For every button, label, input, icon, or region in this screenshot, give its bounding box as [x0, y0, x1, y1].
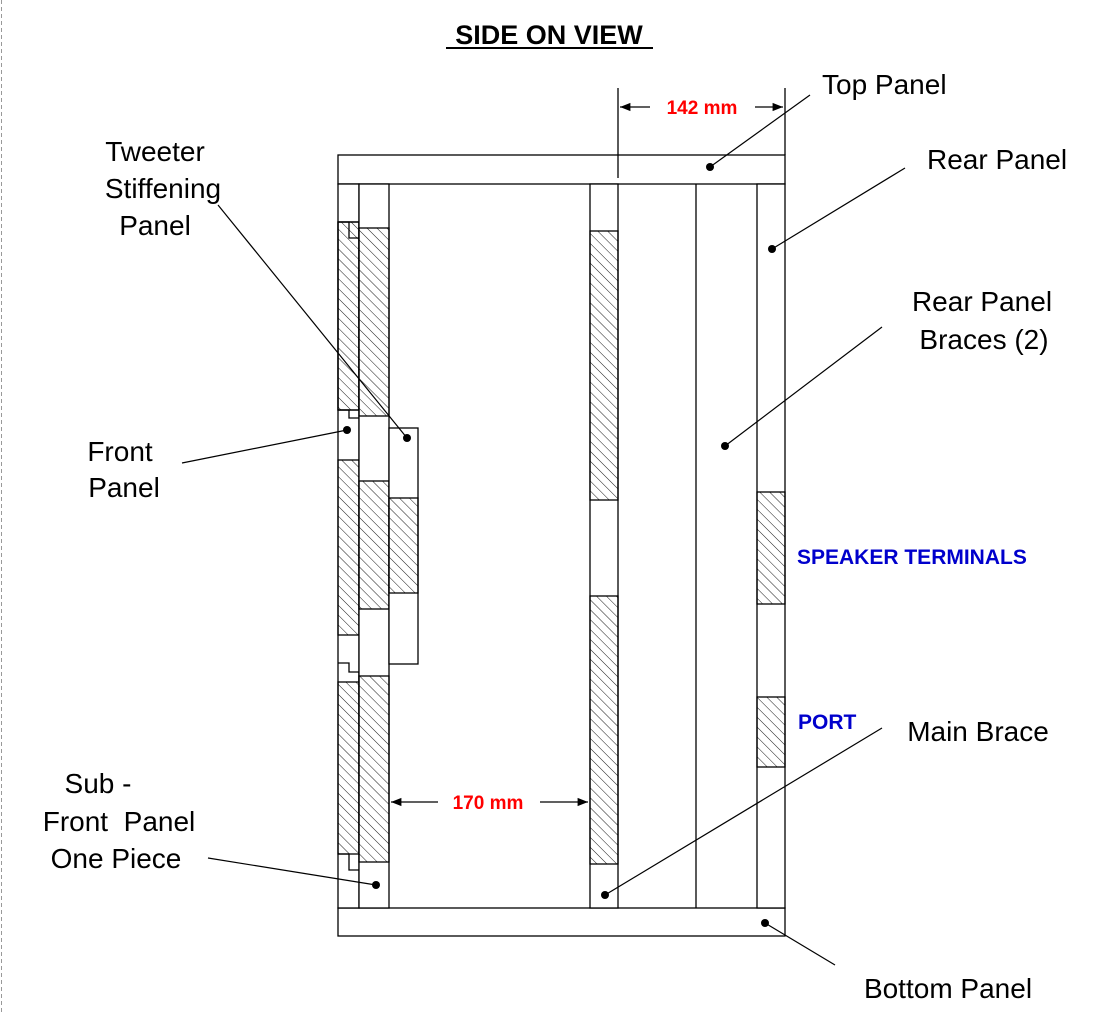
main-brace [589, 183, 619, 909]
label-subfront-3: One Piece [51, 843, 182, 874]
label-rear-braces-1: Rear Panel [912, 286, 1052, 317]
label-tweeter-2: Stiffening [105, 173, 221, 204]
label-rear-braces-2: Braces (2) [919, 324, 1048, 355]
label-bottom-panel: Bottom Panel [864, 973, 1032, 1004]
label-front-2: Panel [88, 472, 160, 503]
front-panel [337, 183, 360, 909]
annotation-speaker-terminals: SPEAKER TERMINALS [797, 546, 1027, 569]
label-main-brace: Main Brace [907, 716, 1049, 747]
bottom-panel [337, 907, 786, 937]
label-tweeter-3: Panel [119, 210, 191, 241]
annotation-port: PORT [798, 711, 857, 734]
label-subfront-1: Sub - [65, 768, 132, 799]
label-rear-panel: Rear Panel [927, 144, 1067, 175]
label-front-1: Front [87, 436, 153, 467]
tweeter-stiffening-panel [388, 427, 419, 665]
label-subfront-2: Front Panel [43, 806, 196, 837]
label-top-panel: Top Panel [822, 69, 947, 100]
leader-lines [181, 94, 906, 966]
label-tweeter-1: Tweeter [105, 136, 205, 167]
dimension-top [617, 88, 786, 178]
rear-panel [756, 183, 786, 909]
diagram-title: SIDE ON VIEW [455, 20, 643, 50]
top-panel [337, 154, 786, 185]
sub-front-panel [358, 183, 390, 909]
dimension-top-label: 142 mm [667, 98, 738, 119]
dimension-inner-label: 170 mm [453, 793, 524, 814]
